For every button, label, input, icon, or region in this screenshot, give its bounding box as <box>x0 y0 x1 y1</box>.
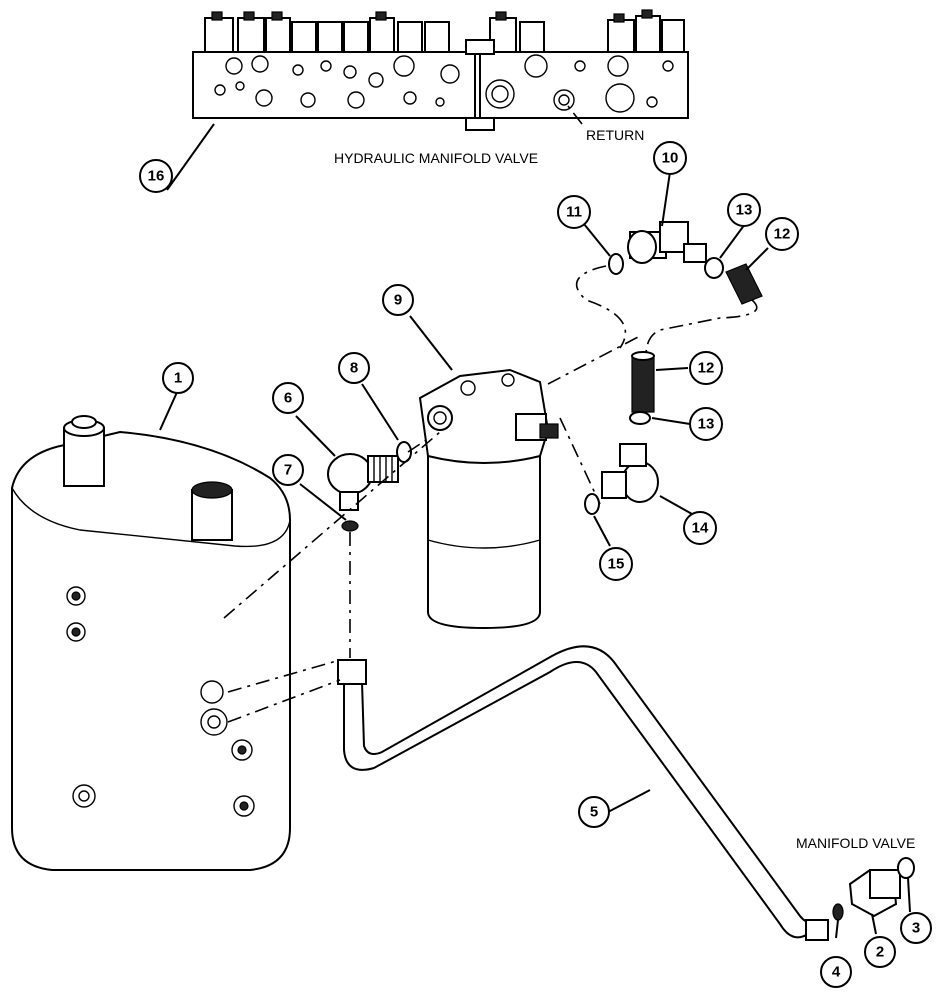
assembly-centerlines <box>223 265 758 723</box>
hose-clamp-13-top <box>704 257 724 279</box>
callout-13-lower: 13 <box>689 407 723 441</box>
adapter-fitting-2 <box>848 868 901 918</box>
callout-5: 5 <box>578 796 610 828</box>
callout-leaders <box>159 123 911 939</box>
o-ring-3 <box>897 857 915 879</box>
svg-text:16: 16 <box>148 168 165 185</box>
svg-text:12: 12 <box>774 226 791 243</box>
callout-16: 16 <box>139 159 173 193</box>
svg-text:13: 13 <box>736 202 753 219</box>
callout-7: 7 <box>272 454 304 486</box>
callout-14: 14 <box>683 511 717 545</box>
svg-text:8: 8 <box>350 360 358 377</box>
callout-6: 6 <box>272 382 304 414</box>
svg-text:15: 15 <box>608 556 625 573</box>
hydraulic-filter <box>418 368 559 630</box>
callout-11: 11 <box>557 195 591 229</box>
callout-3: 3 <box>900 912 932 944</box>
callout-4: 4 <box>820 956 852 988</box>
callout-8: 8 <box>338 352 370 384</box>
return-leader <box>567 105 583 125</box>
svg-text:9: 9 <box>394 292 402 309</box>
callout-2: 2 <box>864 936 896 968</box>
svg-text:13: 13 <box>698 416 715 433</box>
hose-clamp-13-lower <box>629 411 651 425</box>
hydraulic-manifold-valve-label: HYDRAULIC MANIFOLD VALVE <box>334 150 538 166</box>
svg-text:5: 5 <box>590 804 598 821</box>
callout-12-lower: 12 <box>689 351 723 385</box>
hydraulic-tank <box>11 415 291 871</box>
seal-4 <box>832 903 844 921</box>
svg-text:11: 11 <box>566 204 582 221</box>
svg-text:12: 12 <box>698 360 715 377</box>
o-ring-15 <box>584 493 600 515</box>
svg-text:14: 14 <box>692 520 709 537</box>
hydraulic-manifold-valve <box>192 9 689 131</box>
callout-10: 10 <box>653 141 687 175</box>
svg-text:1: 1 <box>174 370 182 387</box>
svg-text:10: 10 <box>662 150 679 167</box>
return-label: RETURN <box>586 127 644 143</box>
hose-12-lower <box>631 355 655 413</box>
svg-text:6: 6 <box>284 390 292 407</box>
elbow-fitting-10 <box>627 221 707 264</box>
callout-15: 15 <box>599 547 633 581</box>
elbow-fitting-14 <box>601 443 659 503</box>
svg-text:4: 4 <box>832 964 841 981</box>
callout-13-top: 13 <box>727 193 761 227</box>
seal-7 <box>341 520 359 532</box>
hose-12-top <box>725 263 763 305</box>
manifold-valve-label: MANIFOLD VALVE <box>796 835 915 851</box>
callout-1: 1 <box>162 362 194 394</box>
o-ring-11 <box>608 253 624 275</box>
svg-text:3: 3 <box>912 920 920 937</box>
svg-text:2: 2 <box>876 944 884 961</box>
elbow-fitting-6 <box>327 453 399 511</box>
callout-9: 9 <box>382 284 414 316</box>
suction-tube-5 <box>337 645 829 941</box>
svg-text:7: 7 <box>284 462 292 479</box>
callout-12-top: 12 <box>765 217 799 251</box>
